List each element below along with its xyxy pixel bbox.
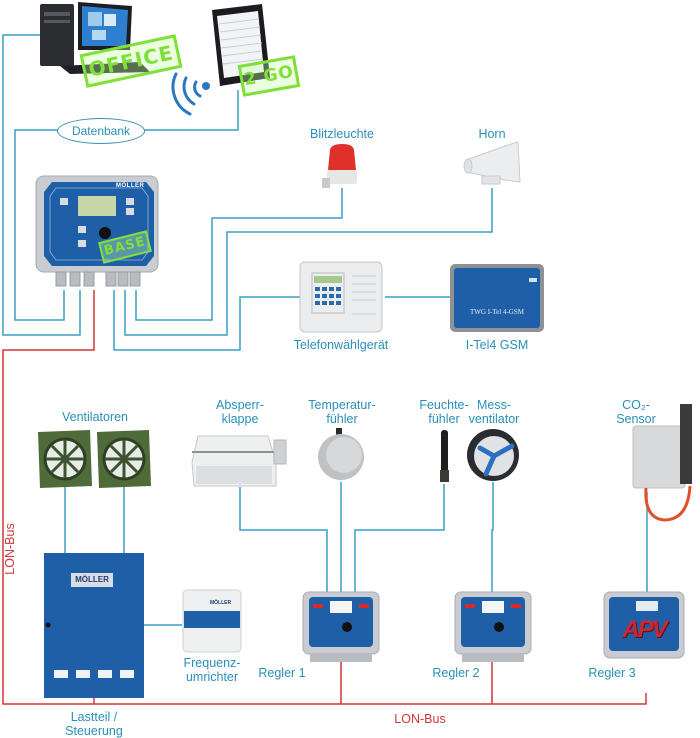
- gsm-label: I-Tel4 GSM: [465, 338, 529, 352]
- frequency-converter-brand: MÖLLER: [210, 600, 232, 606]
- frequency-converter-label: Frequenz- umrichter: [183, 656, 241, 684]
- regulator-1-label: Regler 1: [258, 666, 306, 680]
- humidity-sensor-label: Feuchte- fühler: [419, 398, 469, 426]
- database-node[interactable]: Datenbank: [57, 118, 145, 144]
- damper-icon: [191, 435, 287, 487]
- horn-icon: [463, 141, 521, 185]
- co2-sensor-label: CO₂- Sensor: [616, 398, 656, 426]
- measuring-fan-label: Mess- ventilator: [468, 398, 520, 426]
- control-cabinet-device: [44, 553, 144, 698]
- base-brand: MÖLLER: [116, 183, 145, 189]
- line-database-to-base: [14, 129, 65, 321]
- fan-icon-2: [97, 430, 151, 488]
- line-humidity-to-regler1: [354, 484, 445, 593]
- regulator-2-device: [454, 591, 532, 662]
- regulator-3-label: Regler 3: [588, 666, 636, 680]
- fan-icon-1: [38, 430, 92, 488]
- regulator-2-label: Regler 2: [432, 666, 480, 680]
- temperature-sensor-icon: [318, 428, 364, 480]
- lon-bus-vertical-label: LON-Bus: [3, 523, 17, 575]
- gsm-panel-text: TWG I-Tel 4-GSM: [470, 308, 524, 316]
- base-controller-device: [35, 175, 159, 287]
- line-base-to-beacon: [135, 188, 343, 321]
- line-pc-to-base: [2, 34, 81, 336]
- tablet-icon: [212, 4, 270, 86]
- gsm-device: [450, 264, 544, 332]
- co2-sensor-icon: [632, 404, 692, 522]
- measuring-fan-icon: [467, 429, 519, 481]
- temp-sensor-label: Temperatur- fühler: [308, 398, 376, 426]
- bus-base-to-left: [2, 290, 647, 705]
- lon-bus-lines: [2, 290, 647, 705]
- signal-lines: [2, 34, 648, 626]
- line-mfan-to-regler2: [491, 482, 494, 593]
- humidity-sensor-icon: [440, 430, 449, 482]
- lon-bus-horizontal-label: LON-Bus: [394, 712, 446, 726]
- pc-icon: [40, 2, 150, 74]
- frequency-converter-device: [182, 589, 242, 653]
- beacon-icon: [322, 144, 357, 188]
- regulator-3-device: [603, 591, 685, 659]
- line-damper-to-regler1: [239, 487, 328, 593]
- cabinet-brand: MÖLLER: [75, 575, 109, 584]
- horn-label: Horn: [478, 127, 506, 141]
- wifi-icon: [171, 72, 210, 116]
- phone-dialer-label: Telefonwählgerät: [293, 338, 389, 352]
- phone-dialer-device: [299, 261, 383, 333]
- damper-label: Absperr- klappe: [216, 398, 264, 426]
- fans-label: Ventilatoren: [61, 410, 129, 424]
- database-label: Datenbank: [71, 124, 131, 138]
- beacon-label: Blitzleuchte: [310, 127, 374, 141]
- line-base-to-horn: [124, 188, 493, 336]
- line-base-to-dialer: [113, 290, 300, 351]
- regulator-3-apv-logo: APV: [622, 616, 667, 643]
- cabinet-label: Lastteil / Steuerung: [65, 710, 123, 738]
- regulator-1-device: [302, 591, 380, 662]
- line-tablet-to-database: [143, 90, 239, 131]
